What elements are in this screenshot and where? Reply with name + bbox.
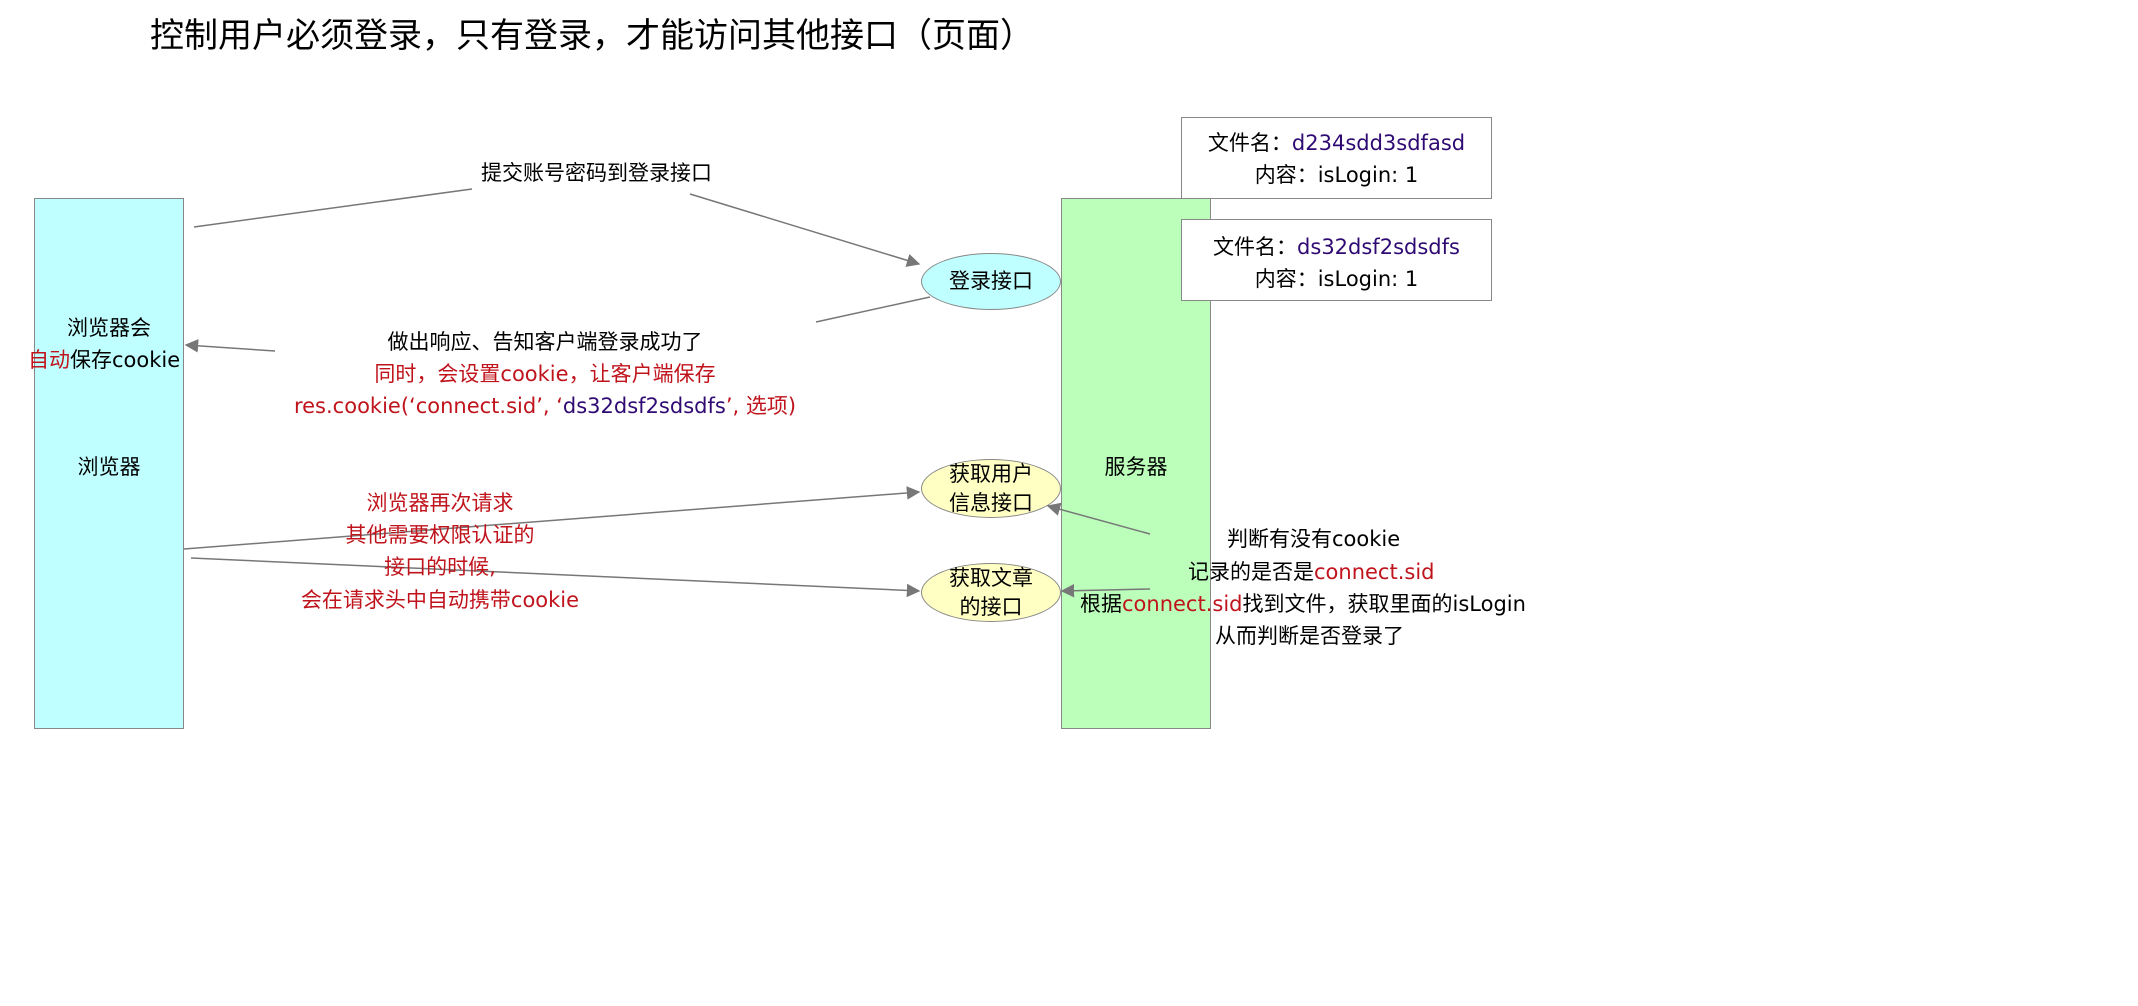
file-name-label: 文件名：	[1213, 235, 1298, 259]
judge-connect-sid: connect.sid	[1314, 560, 1435, 584]
server-label: 服务器	[1104, 455, 1168, 479]
response-label-line2: 同时，会设置cookie，让客户端保存	[374, 362, 716, 386]
judge-user-info-arrow	[1046, 502, 1151, 535]
judge-label-line4: 从而判断是否登录了	[1215, 624, 1404, 648]
session-file-1-name: 文件名：d234sdd3sdfasd	[1182, 127, 1491, 159]
judge-label-line2: 记录的是否是connect.sid	[1188, 556, 1435, 586]
response-cookie-code-end: ’, 选项)	[725, 394, 797, 418]
browser-label: 浏览器	[77, 455, 141, 479]
response-arrow-head	[184, 339, 276, 353]
request-label-line1: 浏览器再次请求	[366, 491, 514, 515]
session-file-1: 文件名：d234sdd3sdfasd 内容：isLogin: 1	[1181, 117, 1492, 199]
request-article-arrow	[190, 557, 921, 598]
session-file-2-content: 内容：isLogin: 1	[1254, 267, 1419, 291]
user-info-interface-node: 获取用户信息接口	[921, 459, 1061, 518]
judge-article-arrow	[1060, 583, 1151, 598]
file-name-label: 文件名：	[1207, 131, 1292, 155]
session-file-2: 文件名：ds32dsf2sdsdfs 内容：isLogin: 1	[1181, 219, 1492, 301]
request-label-line3: 接口的时候,	[384, 555, 496, 579]
request-user-info-arrow	[183, 486, 921, 550]
browser-box	[34, 198, 184, 729]
article-label-line2: 的接口	[959, 594, 1023, 619]
submit-arrow-head	[689, 193, 921, 267]
user-info-label-line1: 获取用户	[949, 461, 1033, 486]
file-name-value: ds32dsf2sdsdfs	[1297, 235, 1460, 259]
browser-note-line1: 浏览器会	[67, 316, 151, 340]
file-name-value: d234sdd3sdfasd	[1291, 131, 1466, 155]
login-interface-node: 登录接口	[921, 253, 1061, 310]
article-label-line1: 获取文章	[949, 565, 1033, 590]
request-label-line4: 会在请求头中自动携带cookie	[300, 588, 580, 612]
page-title: 控制用户必须登录，只有登录，才能访问其他接口（页面）	[150, 16, 1034, 56]
request-label-line2: 其他需要权限认证的	[345, 523, 535, 547]
judge-label-line1: 判断有没有cookie	[1227, 527, 1401, 551]
session-file-2-name: 文件名：ds32dsf2sdsdfs	[1182, 231, 1491, 263]
article-interface-node: 获取文章的接口	[921, 563, 1061, 622]
judge-find-file-text: 找到文件，获取里面的isLogin	[1242, 592, 1526, 616]
response-label-line1: 做出响应、告知客户端登录成功了	[387, 330, 703, 354]
response-cookie-value: ds32dsf2sdsdfs	[562, 394, 726, 418]
submit-arrow-tail	[193, 188, 473, 228]
response-cookie-code-start: res.cookie(‘connect.sid’, ‘	[293, 394, 563, 418]
session-file-1-content: 内容：isLogin: 1	[1254, 163, 1419, 187]
response-label-line3: res.cookie(‘connect.sid’, ‘ds32dsf2sdsdf…	[250, 390, 840, 420]
submit-label: 提交账号密码到登录接口	[481, 161, 712, 185]
login-interface-label: 登录接口	[949, 269, 1033, 293]
judge-label-line3: 根据connect.sid找到文件，获取里面的isLogin	[1080, 588, 1526, 618]
browser-note-line2: 自动保存cookie	[28, 344, 180, 374]
browser-note-save-cookie: 保存cookie	[70, 348, 181, 372]
response-arrow-tail	[815, 296, 931, 323]
judge-by-text: 根据	[1080, 592, 1122, 616]
judge-record-text: 记录的是否是	[1188, 560, 1314, 584]
browser-note-auto: 自动	[28, 348, 70, 372]
judge-connect-sid-2: connect.sid	[1122, 592, 1243, 616]
user-info-label-line2: 信息接口	[949, 490, 1033, 515]
connector-arrows	[183, 188, 1151, 598]
